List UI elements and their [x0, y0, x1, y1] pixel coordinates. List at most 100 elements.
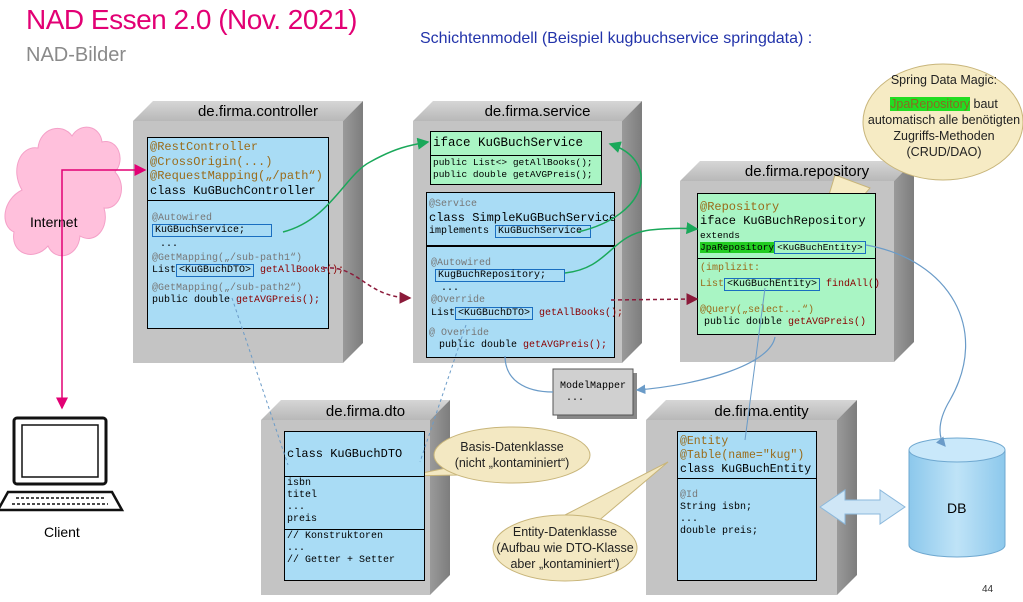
service-implements-line: implements KuGBuchService	[429, 225, 592, 238]
query-annotation: @Query(„select...“)	[700, 305, 815, 316]
repository-header: @Repository iface KuGBuchRepository exte…	[697, 193, 876, 259]
slide-subtitle: NAD-Bilder	[26, 44, 127, 66]
entity-field-dots: ...	[680, 514, 699, 525]
controller-class-header: @RestController @CrossOrigin(...) @Reque…	[147, 137, 329, 201]
dto-field-dots: ...	[287, 502, 306, 513]
service-interface-body: public List<> getAllBooks(); public doub…	[430, 155, 602, 185]
jpa-repository-ref: JpaRepository	[700, 242, 775, 253]
implements-keyword: implements	[429, 226, 490, 237]
spring-callout-rest-3: (CRUD/DAO)	[906, 145, 982, 159]
service-avg-method: getAVGPreis();	[523, 340, 608, 351]
findall-method: findAll()	[826, 279, 881, 290]
spring-data-callout-line-1: JpaRepository baut	[866, 96, 1022, 112]
repository-interface-name: iface KuGBuchRepository	[700, 214, 866, 228]
basis-callout-line-1: Basis-Datenklasse	[460, 440, 564, 454]
dto-class-fields: isbn titel ... preis	[284, 476, 425, 530]
get-mapping-2: @GetMapping(„/sub-path2“)	[152, 283, 303, 294]
service-annotation: @Service	[429, 199, 478, 210]
entity-field-isbn: String isbn;	[680, 502, 753, 513]
service-class-header: @Service class SimpleKuGBuchService impl…	[426, 192, 616, 246]
service-repo-field-line: KugBuchRepository;	[435, 269, 566, 282]
controller-class-name: class KuGBuchController	[150, 184, 316, 198]
repository-implicit: (implizit:	[700, 263, 761, 274]
list-type: List	[152, 265, 177, 276]
dto-package-label: de.firma.dto	[325, 403, 406, 420]
repository-list-type: List	[700, 279, 725, 290]
page-number: 44	[982, 584, 994, 595]
modelmapper-box	[552, 368, 637, 419]
table-annotation: @Table(name="kug")	[680, 449, 805, 462]
db-label: DB	[947, 500, 967, 516]
dto-class-header: class KuGBuchDTO	[284, 431, 425, 477]
repository-avg-type: public double	[704, 317, 783, 328]
basis-callout-text: Basis-Datenklasse (nicht „kontaminiert“)	[440, 439, 584, 471]
entity-field-preis: double preis;	[680, 526, 759, 537]
service-getallbooks: getAllBooks();	[539, 308, 624, 319]
repository-extends: extends	[700, 230, 740, 241]
dto-field-preis: preis	[287, 514, 318, 525]
get-mapping-1: @GetMapping(„/sub-path1“)	[152, 253, 303, 264]
spring-callout-rest-2: Zugriffs-Methoden	[893, 129, 995, 143]
service-list-type: List	[431, 308, 456, 319]
diagram-heading: Schichtenmodell (Beispiel kugbuchservice…	[420, 30, 813, 47]
dto-field-isbn: isbn	[287, 478, 312, 489]
entity-package-label: de.firma.entity	[714, 403, 809, 420]
controller-package-label: de.firma.controller	[197, 103, 319, 120]
getallbooks-method: getAllBooks();	[260, 265, 345, 276]
repository-avg-method: getAVGPreis()	[788, 317, 867, 328]
basis-callout-line-2: (nicht „kontaminiert“)	[454, 456, 570, 470]
dto-ctor-comment: // Konstruktoren	[287, 531, 384, 542]
controller-dots: ...	[160, 239, 179, 250]
controller-autowired: @Autowired	[152, 213, 213, 224]
service-override-2: @ Override	[429, 328, 490, 339]
spring-data-callout-text: Spring Data Magic: JpaRepository baut au…	[866, 72, 1022, 160]
repository-entity-ref-2: <KuGBuchEntity>	[724, 278, 821, 291]
avg-method: getAVGPreis();	[236, 295, 321, 306]
spring-callout-rest-0: baut	[970, 97, 998, 111]
controller-service-field: KuGBuchService;	[152, 224, 273, 237]
entity-callout-bubble	[492, 461, 669, 582]
dto-type-ref: <KuGBuchDTO>	[176, 264, 255, 277]
slide-title: NAD Essen 2.0 (Nov. 2021)	[26, 4, 357, 35]
iface-method-getallbooks: public List<> getAllBooks();	[433, 157, 593, 168]
modelmapper-label: ModelMapper	[560, 381, 627, 392]
repository-body: (implizit: List<KuGBuchEntity> findAll()…	[697, 258, 880, 335]
controller-avg-line: public double getAVGPreis();	[152, 295, 320, 306]
controller-field-line: KuGBuchService;	[152, 224, 273, 237]
database-cylinder-icon	[908, 437, 1006, 558]
repository-avg-line: public double getAVGPreis()	[704, 317, 866, 328]
cross-origin-annotation: @CrossOrigin(...)	[150, 155, 273, 169]
implemented-interface: KuGBuchService	[495, 225, 592, 238]
modelmapper-dots: ...	[566, 393, 585, 404]
service-dto-ref: <KuGBuchDTO>	[455, 307, 534, 320]
repository-findall-line: List<KuGBuchEntity> findAll()	[700, 278, 881, 291]
repository-annotation: @Repository	[700, 200, 780, 214]
entity-class-name: class KuGBuchEntity	[680, 463, 812, 476]
spring-jpa-highlight: JpaRepository	[890, 97, 971, 111]
entity-callout-text: Entity-Datenklasse (Aufbau wie DTO-Klass…	[495, 524, 635, 572]
spring-data-callout-title: Spring Data Magic:	[890, 73, 998, 87]
service-avg-type: public double	[439, 340, 518, 351]
entity-class-header: @Entity @Table(name="kug") class KuGBuch…	[677, 431, 817, 479]
rest-controller-annotation: @RestController	[150, 140, 259, 154]
entity-callout-line-1: Entity-Datenklasse	[512, 525, 618, 539]
repository-entity-ref: <KuGBuchEntity>	[774, 241, 866, 254]
service-package-label: de.firma.service	[484, 103, 591, 120]
iface-method-avg: public double getAVGPreis();	[433, 169, 593, 180]
entity-id-annotation: @Id	[680, 490, 699, 501]
client-computer-icon	[0, 416, 125, 512]
dto-getter-comment: // Getter + Setter	[287, 555, 396, 566]
entity-annotation: @Entity	[680, 435, 729, 448]
internet-cloud-icon	[4, 126, 122, 257]
controller-class-body: @Autowired KuGBuchService; ... @GetMappi…	[147, 200, 344, 329]
entity-db-bidirectional-arrow	[819, 489, 906, 525]
dto-class-name: class KuGBuchDTO	[287, 447, 403, 461]
controller-getallbooks-line: List<KuGBuchDTO> getAllBooks();	[152, 264, 345, 277]
entity-class-body: @Id String isbn; ... double preis;	[677, 478, 817, 581]
service-autowired: @Autowired	[431, 258, 492, 269]
service-interface-name: iface KuGBuchService	[433, 136, 584, 150]
service-interface-header: iface KuGBuchService	[430, 131, 602, 157]
dto-class-methods: // Konstruktoren ... // Getter + Setter	[284, 529, 425, 581]
repository-package-label: de.firma.repository	[744, 163, 870, 180]
repository-extends-line: JpaRepository<KuGBuchEntity>	[700, 241, 866, 254]
